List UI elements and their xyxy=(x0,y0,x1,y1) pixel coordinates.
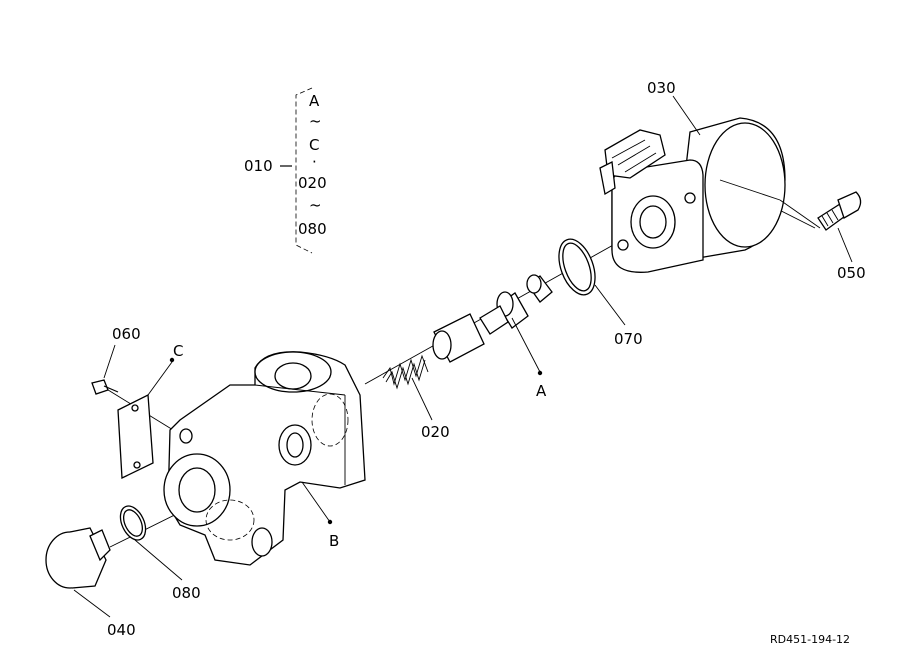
label-b: B xyxy=(329,532,339,550)
label-020: 020 xyxy=(421,423,450,441)
bracket-line-tilde-1: ~ xyxy=(309,112,322,130)
label-040: 040 xyxy=(107,621,136,639)
bracket-line-c: C xyxy=(309,136,319,154)
spool-a xyxy=(432,274,553,363)
label-c: C xyxy=(173,342,183,360)
solenoid-coil-030 xyxy=(599,117,786,273)
label-050: 050 xyxy=(837,264,866,282)
label-070: 070 xyxy=(614,330,643,348)
label-060: 060 xyxy=(112,325,141,343)
bracket-line-080: 080 xyxy=(298,220,327,238)
leader-lines xyxy=(73,95,853,618)
screw-060 xyxy=(91,379,119,395)
bracket-line-a: A xyxy=(309,92,320,110)
drawing-number: RD451-194-12 xyxy=(770,633,850,646)
label-080: 080 xyxy=(172,584,201,602)
plug-040 xyxy=(45,527,111,589)
bracket-line-dot: · xyxy=(312,153,317,171)
bracket-line-tilde-2: ~ xyxy=(309,196,322,214)
o-ring-080 xyxy=(119,505,147,541)
bracket-label-010: 010 xyxy=(244,157,273,175)
bracket-line-020: 020 xyxy=(298,174,327,192)
label-a: A xyxy=(536,382,547,400)
o-ring-070 xyxy=(558,238,596,296)
valve-body xyxy=(163,351,366,566)
label-030: 030 xyxy=(647,79,676,97)
assembly-bracket: 010 A ~ C · 020 ~ 080 xyxy=(244,87,327,254)
bolt-050 xyxy=(817,191,862,231)
gasket-plate-c xyxy=(117,393,154,480)
spring-020 xyxy=(382,354,429,390)
